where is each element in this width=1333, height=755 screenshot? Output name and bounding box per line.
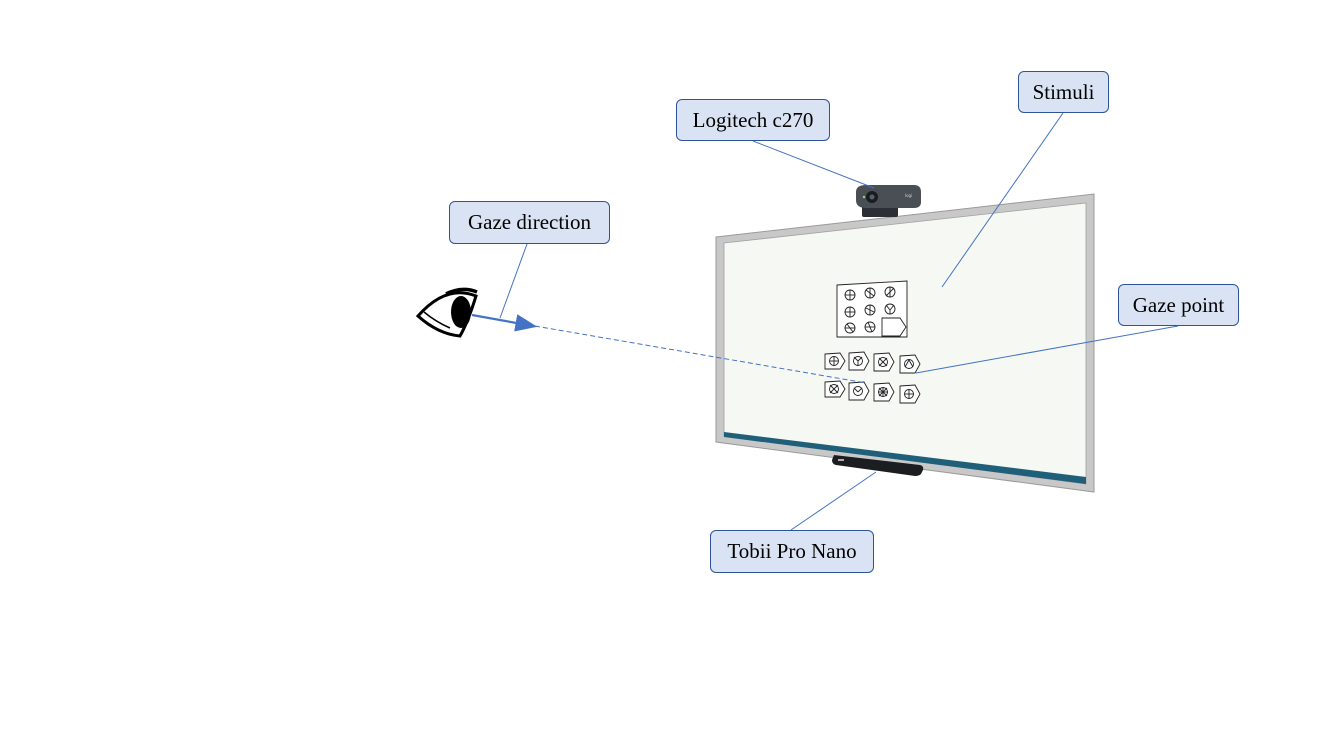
matrix-cell: [884, 303, 896, 315]
eye-tracker-bar-icon: [832, 455, 924, 476]
matrix-cell: [864, 304, 876, 316]
leader-gaze-direction: [499, 243, 528, 319]
answer-option: [873, 352, 895, 372]
matrix-cell: [844, 306, 856, 318]
answer-option: [824, 380, 846, 398]
webcam-icon: logi: [856, 185, 921, 217]
answer-option: [899, 384, 921, 404]
leader-camera: [752, 140, 875, 189]
matrix-cell: [844, 322, 856, 334]
matrix-cell: [884, 286, 896, 298]
leader-eye-tracker: [790, 471, 877, 531]
stimuli-label: Stimuli: [1032, 79, 1095, 104]
gaze-point-callout: Gaze point: [1118, 284, 1239, 326]
missing-cell-placeholder: [881, 317, 907, 337]
answer-option: [848, 381, 870, 401]
answer-option: [873, 382, 895, 402]
gaze-direction-callout: Gaze direction: [449, 201, 610, 244]
leader-gaze-point: [915, 325, 1179, 374]
gaze-direction-label: Gaze direction: [467, 210, 592, 234]
stimuli-matrix: [836, 280, 908, 338]
stimuli-callout: Stimuli: [1018, 71, 1109, 113]
svg-text:logi: logi: [905, 193, 912, 198]
answer-option: [848, 351, 870, 371]
eye-tracker-callout: Tobii Pro Nano: [710, 530, 874, 573]
leader-stimuli: [941, 112, 1064, 288]
camera-callout: Logitech c270: [676, 99, 830, 141]
screen-bottom-strip: [724, 432, 1086, 484]
camera-label: Logitech c270: [692, 107, 814, 132]
matrix-cell: [864, 321, 876, 333]
answer-option: [899, 354, 921, 374]
answer-option: [824, 352, 846, 370]
gaze-point-label: Gaze point: [1132, 292, 1225, 317]
monitor: [715, 193, 1095, 493]
matrix-cell: [844, 289, 856, 301]
answer-options: [824, 351, 921, 404]
gaze-direction-arrow: [471, 313, 538, 332]
eye-tracker-label: Tobii Pro Nano: [727, 539, 857, 563]
eye-icon: [415, 287, 478, 338]
matrix-cell: [864, 287, 876, 299]
